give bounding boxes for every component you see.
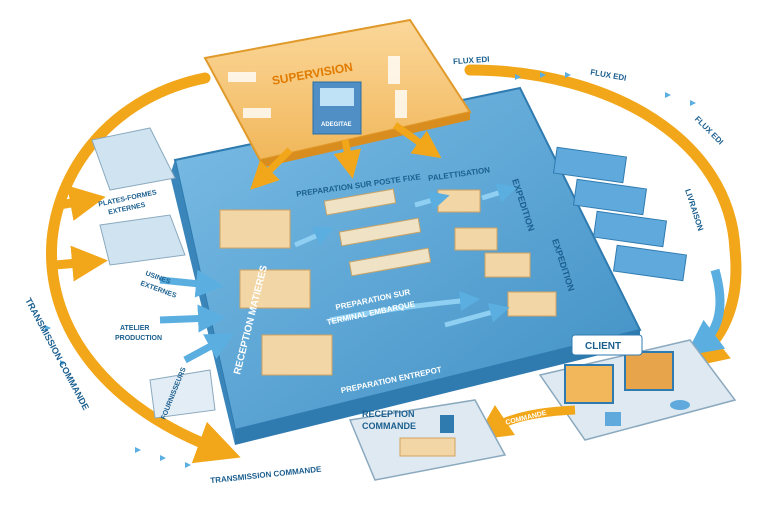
client-photo: [564, 364, 614, 404]
usines-building: [99, 214, 186, 266]
desk: [388, 56, 400, 84]
label-atelier-1: ATELIER: [120, 325, 149, 332]
flow-arrow: [444, 302, 510, 328]
loop-arrow-left-branch-1: [59, 185, 106, 221]
prep-table: [338, 217, 422, 247]
livraison-arrow: [685, 268, 726, 356]
source-arrow-usines: [159, 269, 224, 298]
client-photo: [624, 351, 674, 391]
source-arrows: [159, 269, 235, 364]
palette: [437, 189, 481, 213]
sup-arrow-left: [250, 147, 293, 190]
edi-dot: [60, 360, 66, 366]
label-reception-commande-1: RECEPTION: [362, 409, 415, 419]
flow-arrow: [481, 183, 518, 203]
desk: [243, 108, 271, 118]
box-rack: [219, 209, 291, 249]
edi-dot: [185, 462, 191, 468]
palette: [484, 252, 531, 278]
client-tab: [571, 334, 643, 356]
label-server-logo: ADEGITAE: [321, 122, 352, 128]
server-screen: [320, 88, 354, 106]
label-flux-edi-2: FLUX EDI: [590, 68, 627, 83]
truck: [612, 244, 688, 282]
prep-tables: [323, 188, 432, 277]
plates-formes-building: [91, 127, 176, 191]
commande-arrow: [475, 405, 576, 440]
box-rack: [239, 269, 311, 309]
loop-arrow-top-left: [45, 72, 241, 464]
edi-dot: [160, 455, 166, 461]
label-atelier-2: PRODUCTION: [115, 335, 162, 342]
computer-icon: [605, 412, 621, 426]
trucks: [552, 146, 688, 282]
loop-arrow-left-branch-2: [54, 245, 108, 282]
label-livraison: LIVRAISON: [683, 188, 705, 232]
edi-dot: [135, 447, 141, 453]
label-flux-edi-1: FLUX EDI: [453, 55, 490, 67]
reception-desk: [399, 437, 456, 457]
source-arrow-fournisseurs: [183, 333, 235, 364]
sup-arrow-right: [392, 122, 442, 159]
edi-dot: [690, 100, 696, 106]
edi-dots: [45, 72, 696, 468]
prep-table: [323, 188, 397, 216]
label-reception-commande-2: COMMANDE: [362, 421, 416, 431]
sup-arrow-center: [333, 139, 361, 179]
supervision-room: [203, 18, 472, 168]
palette: [507, 291, 557, 317]
flow-arrow: [294, 226, 335, 248]
edi-dot: [565, 72, 571, 78]
edi-dot: [515, 74, 521, 80]
prep-table: [348, 247, 432, 277]
flow-arrow: [329, 291, 480, 323]
source-arrow-atelier: [159, 304, 226, 333]
internal-flows: [294, 183, 518, 328]
truck: [572, 178, 648, 216]
edi-dot: [45, 325, 51, 331]
flow-arrow: [414, 191, 450, 211]
label-flux-edi-3: FLUX EDI: [693, 114, 725, 146]
phone-icon: [670, 400, 690, 410]
reception-monitor: [440, 415, 454, 433]
desk: [395, 90, 407, 118]
loop-arrow-right: [464, 64, 742, 369]
palette: [454, 227, 498, 251]
reception-racks: [219, 209, 333, 376]
truck: [552, 146, 628, 184]
desk: [228, 72, 256, 82]
label-client: CLIENT: [585, 341, 621, 352]
supervision-arrows: [250, 122, 442, 190]
label-transmission-bottom: TRANSMISSION COMMANDE: [210, 465, 323, 486]
box-rack: [261, 334, 333, 376]
external-sources: [91, 127, 216, 419]
fournisseurs-panel: [149, 369, 216, 419]
edi-dot: [540, 72, 546, 78]
client-block: [538, 334, 737, 441]
reception-commande-block: [348, 399, 507, 481]
truck: [592, 210, 668, 248]
edi-dot: [665, 92, 671, 98]
edi-loop-arrows: [45, 64, 742, 464]
